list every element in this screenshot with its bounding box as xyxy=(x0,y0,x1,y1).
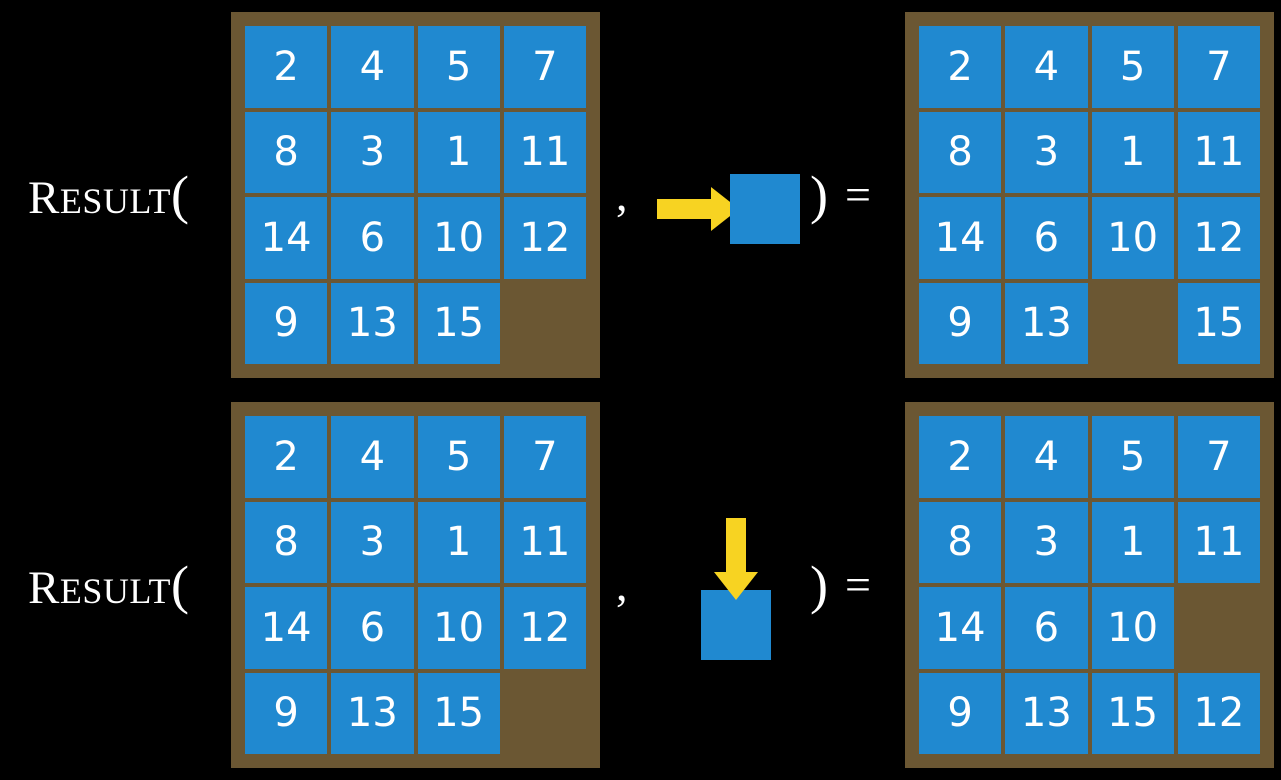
tile[interactable]: 13 xyxy=(331,282,414,364)
input-board: 2 4 5 7 8 3 1 11 14 6 10 12 9 13 15 xyxy=(231,402,600,768)
equals-sign: = xyxy=(845,559,871,610)
puzzle-grid: 2 4 5 7 8 3 1 11 14 6 10 9 13 15 12 xyxy=(919,416,1260,754)
tile[interactable]: 15 xyxy=(1091,672,1174,754)
tile[interactable]: 11 xyxy=(1177,501,1260,583)
puzzle-grid: 2 4 5 7 8 3 1 11 14 6 10 12 9 13 15 xyxy=(245,26,586,364)
equation-row-down-move: RESULT( 2 4 5 7 8 3 1 11 14 6 10 12 9 13… xyxy=(0,390,1281,780)
tile[interactable]: 8 xyxy=(919,501,1002,583)
blank-tile xyxy=(1092,283,1174,365)
result-label-cap: R xyxy=(28,172,60,224)
equals-sign: = xyxy=(845,169,871,220)
open-paren: ( xyxy=(171,165,190,225)
tile[interactable]: 7 xyxy=(503,416,586,498)
tile[interactable]: 15 xyxy=(417,672,500,754)
tile[interactable]: 8 xyxy=(245,501,328,583)
tile[interactable]: 1 xyxy=(417,111,500,193)
arrow-down-head-icon xyxy=(714,572,758,600)
result-function-label: RESULT( xyxy=(28,168,190,222)
blank-tile xyxy=(504,283,586,365)
tile[interactable]: 12 xyxy=(503,587,586,669)
tile[interactable]: 14 xyxy=(919,587,1002,669)
result-label-rest: ESULT xyxy=(59,571,172,611)
tile[interactable]: 8 xyxy=(919,111,1002,193)
result-label-rest: ESULT xyxy=(59,181,172,221)
tile[interactable]: 5 xyxy=(417,416,500,498)
tile[interactable]: 1 xyxy=(417,501,500,583)
tile[interactable]: 2 xyxy=(919,26,1002,108)
tile[interactable]: 4 xyxy=(1005,416,1088,498)
tile[interactable]: 12 xyxy=(1177,672,1260,754)
blank-tile xyxy=(1178,587,1260,669)
tile[interactable]: 11 xyxy=(1177,111,1260,193)
move-token-tile xyxy=(730,174,800,244)
tile[interactable]: 9 xyxy=(919,282,1002,364)
input-board: 2 4 5 7 8 3 1 11 14 6 10 12 9 13 15 xyxy=(231,12,600,378)
tile[interactable]: 4 xyxy=(331,416,414,498)
tile[interactable]: 13 xyxy=(331,672,414,754)
tile[interactable]: 4 xyxy=(1005,26,1088,108)
argument-separator-comma: , xyxy=(616,559,628,610)
tile[interactable]: 9 xyxy=(245,282,328,364)
tile[interactable]: 14 xyxy=(245,197,328,279)
tile[interactable]: 8 xyxy=(245,111,328,193)
tile[interactable]: 10 xyxy=(1091,587,1174,669)
tile[interactable]: 10 xyxy=(1091,197,1174,279)
tile[interactable]: 5 xyxy=(1091,416,1174,498)
tile[interactable]: 15 xyxy=(1177,282,1260,364)
tile[interactable]: 3 xyxy=(1005,501,1088,583)
tile[interactable]: 6 xyxy=(1005,587,1088,669)
tile[interactable]: 6 xyxy=(331,587,414,669)
tile[interactable]: 9 xyxy=(919,672,1002,754)
tile[interactable]: 11 xyxy=(503,111,586,193)
tile[interactable]: 12 xyxy=(1177,197,1260,279)
open-paren: ( xyxy=(171,555,190,615)
puzzle-grid: 2 4 5 7 8 3 1 11 14 6 10 12 9 13 15 xyxy=(245,416,586,754)
equation-row-right-move: RESULT( 2 4 5 7 8 3 1 11 14 6 10 12 9 13… xyxy=(28,12,1274,378)
arrow-down-icon xyxy=(726,518,746,576)
tile[interactable]: 10 xyxy=(417,587,500,669)
argument-separator-comma: , xyxy=(616,169,628,220)
tile[interactable]: 14 xyxy=(919,197,1002,279)
tile[interactable]: 5 xyxy=(417,26,500,108)
tile[interactable]: 3 xyxy=(331,111,414,193)
move-token-tile xyxy=(701,590,771,660)
output-board: 2 4 5 7 8 3 1 11 14 6 10 12 9 13 15 xyxy=(905,12,1274,378)
tile[interactable]: 11 xyxy=(503,501,586,583)
result-function-label: RESULT( xyxy=(28,558,190,612)
tile[interactable]: 4 xyxy=(331,26,414,108)
tile[interactable]: 1 xyxy=(1091,111,1174,193)
tile[interactable]: 5 xyxy=(1091,26,1174,108)
tile[interactable]: 15 xyxy=(417,282,500,364)
tile[interactable]: 10 xyxy=(417,197,500,279)
tile[interactable]: 7 xyxy=(503,26,586,108)
tile[interactable]: 13 xyxy=(1005,672,1088,754)
output-board: 2 4 5 7 8 3 1 11 14 6 10 9 13 15 12 xyxy=(905,402,1274,768)
tile[interactable]: 3 xyxy=(1005,111,1088,193)
tile[interactable]: 14 xyxy=(245,587,328,669)
puzzle-grid: 2 4 5 7 8 3 1 11 14 6 10 12 9 13 15 xyxy=(919,26,1260,364)
tile[interactable]: 13 xyxy=(1005,282,1088,364)
tile[interactable]: 1 xyxy=(1091,501,1174,583)
tile[interactable]: 6 xyxy=(331,197,414,279)
result-label-cap: R xyxy=(28,562,60,614)
tile[interactable]: 2 xyxy=(919,416,1002,498)
close-paren: ) xyxy=(810,165,828,225)
tile[interactable]: 7 xyxy=(1177,416,1260,498)
tile[interactable]: 9 xyxy=(245,672,328,754)
tile[interactable]: 2 xyxy=(245,26,328,108)
tile[interactable]: 2 xyxy=(245,416,328,498)
arrow-right-icon xyxy=(657,199,715,219)
blank-tile xyxy=(504,673,586,755)
tile[interactable]: 6 xyxy=(1005,197,1088,279)
tile[interactable]: 7 xyxy=(1177,26,1260,108)
tile[interactable]: 12 xyxy=(503,197,586,279)
tile[interactable]: 3 xyxy=(331,501,414,583)
close-paren: ) xyxy=(810,555,828,615)
